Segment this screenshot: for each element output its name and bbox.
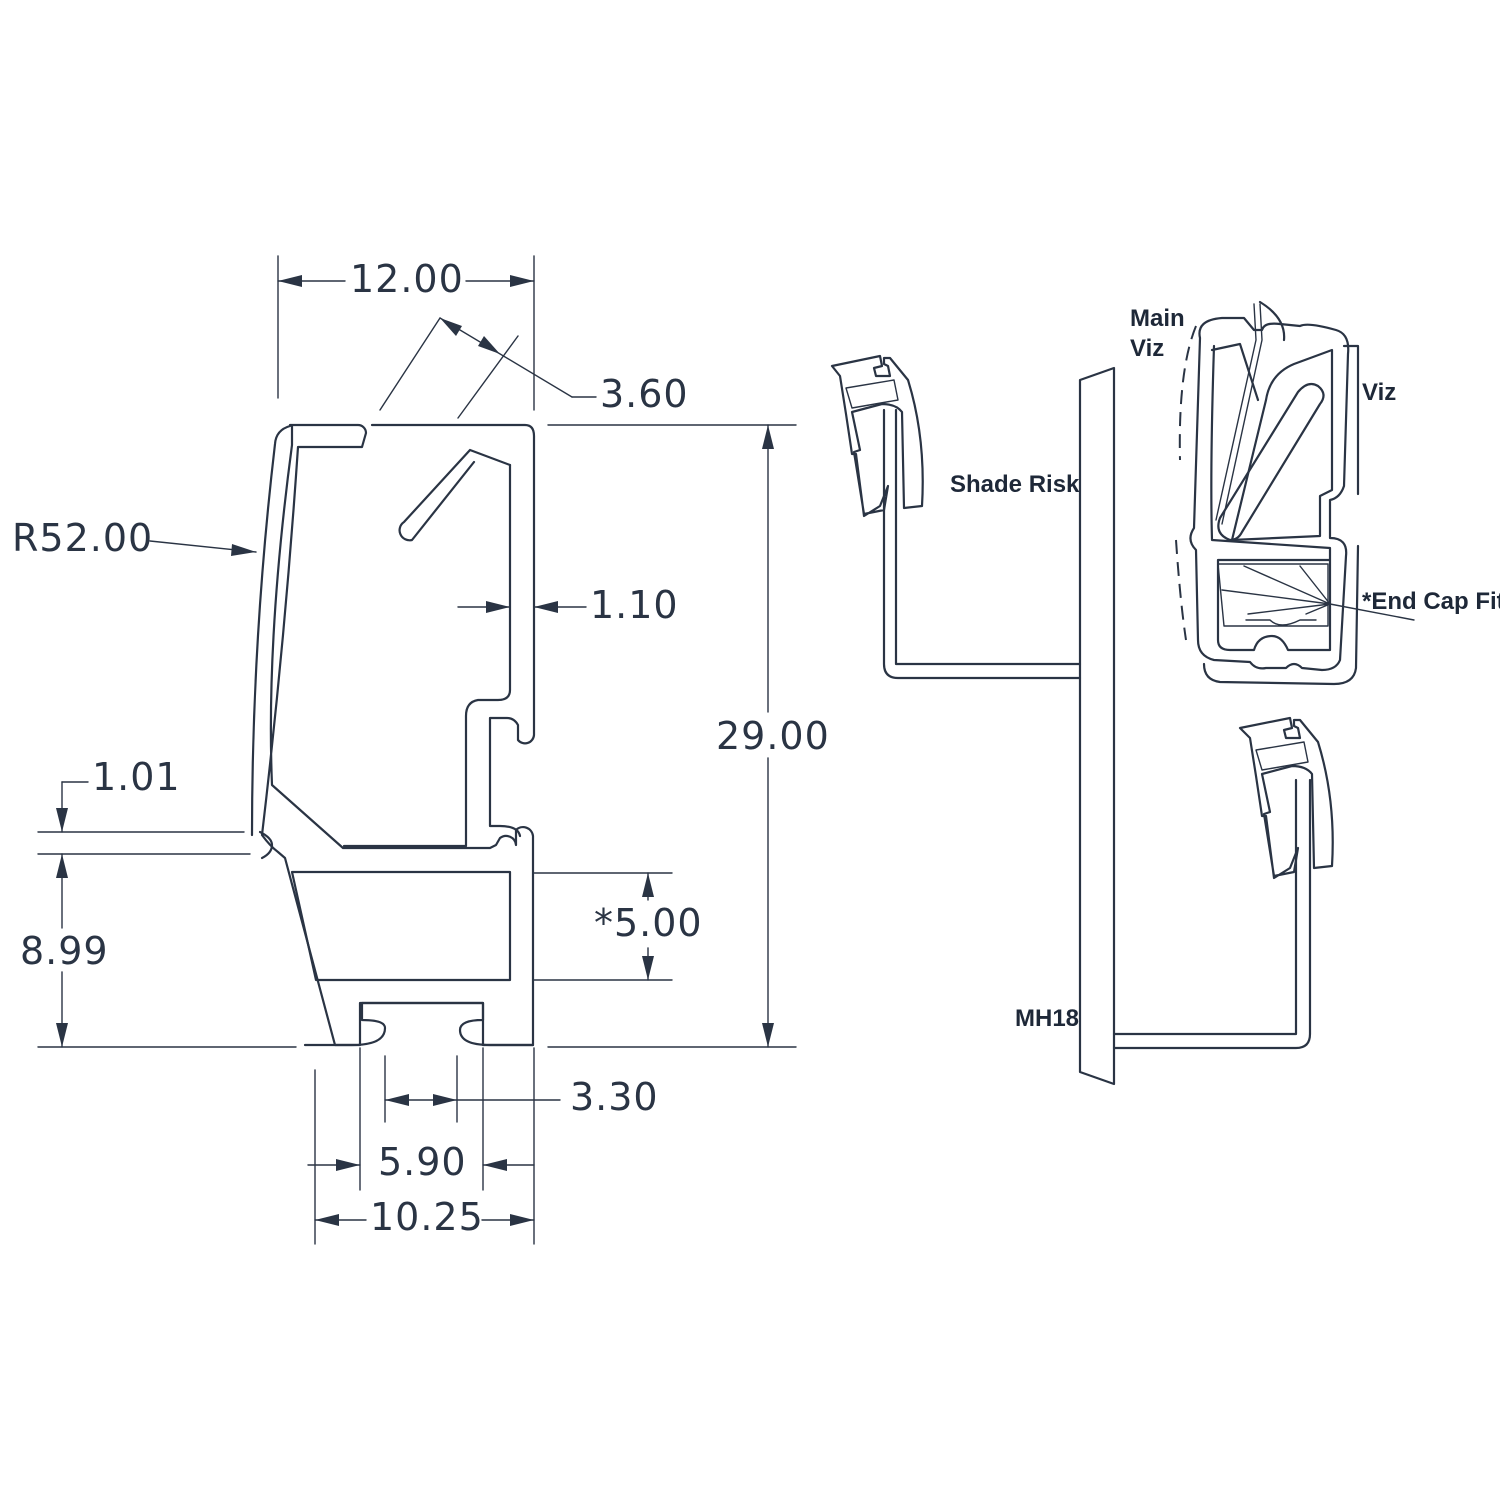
profile-section [250,423,536,1047]
dim-width-top: 12.00 [350,257,464,301]
label-end-cap-fit: *End Cap Fit [1362,588,1500,615]
label-shade-risk: Shade Risk [950,471,1080,498]
dim-chamber: *5.00 [594,901,703,945]
dim-height: 29.00 [716,714,830,758]
label-main-viz-line2: Viz [1130,335,1164,362]
dim-lip-gap: 3.60 [600,372,689,416]
profile-groove [258,830,274,860]
dim-slot-inner: 3.30 [570,1075,659,1119]
label-mh18: MH18 [1015,1005,1079,1032]
end-cap-outer [1189,316,1350,672]
upper-arm [882,408,1082,680]
end-cap-inner [1210,342,1332,652]
profile-outline [260,423,535,1047]
lower-arm [1112,778,1312,1050]
end-cap-wedge [1230,348,1334,542]
profile-base-slot [303,1001,535,1047]
dim-slot-outer: 5.90 [378,1140,467,1184]
dim-wall: 1.10 [590,583,679,627]
lower-clip-profile [1238,716,1334,880]
end-cap-fit-lines [1221,565,1415,621]
label-viz: Viz [1362,379,1396,406]
end-cap-blade [1215,303,1263,525]
end-cap-outline-dashed [1175,325,1197,641]
assembly-view [830,300,1415,1086]
profile-right-wall [370,423,536,838]
label-main-viz-line1: Main [1130,305,1185,332]
profile-lip-finger [398,448,512,542]
upper-clip-profile [830,354,924,518]
dim-radius: R52.00 [12,516,153,560]
end-cap-lower-box [1217,563,1329,627]
dim-groove: 1.01 [92,755,181,799]
end-cap-outer-ring [1202,300,1360,686]
profile-lower-chamber [290,870,512,982]
end-cap-slot [1217,382,1325,542]
dim-lower-height: 8.99 [20,929,109,973]
dimension-lines [37,255,797,1245]
mh18-post [1078,366,1116,1086]
dim-base-width: 10.25 [370,1195,484,1239]
profile-outer-curve [250,424,292,837]
profile-inner-wall [342,463,512,848]
